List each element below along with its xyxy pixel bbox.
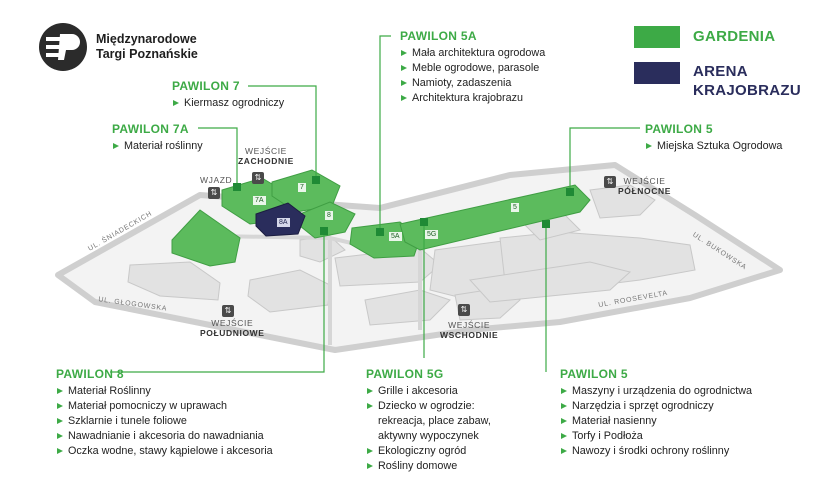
callout-title: PAWILON 5A xyxy=(400,29,477,43)
legend-arena-swatch xyxy=(634,62,680,84)
hall-7-label: 7 xyxy=(298,183,306,192)
list-item: Materiał nasienny xyxy=(560,414,752,429)
hall-5-5g-building xyxy=(399,184,591,251)
list-item: Materiał roślinny xyxy=(112,139,203,154)
hall-8-west-building xyxy=(171,209,241,267)
callout-title: PAWILON 5 xyxy=(560,367,628,381)
gate-north-line1: WEJŚCIE xyxy=(623,176,666,186)
list-item: Nawadnianie i akcesoria do nawadniania xyxy=(56,429,273,444)
gate-west-line1: WEJŚCIE xyxy=(244,146,287,156)
callout-title: PAWILON 7A xyxy=(112,122,189,136)
list-item: Oczka wodne, stawy kąpielowe i akcesoria xyxy=(56,444,273,459)
callout-pawilon-5-south: PAWILON 5 Maszyny i urządzenia do ogrodn… xyxy=(560,366,752,459)
gate-west-line2: ZACHODNIE xyxy=(238,156,294,166)
list-item-continued: aktywny wypoczynek xyxy=(378,430,479,442)
gate-south-line2: POŁUDNIOWE xyxy=(200,328,265,338)
list-item: Miejska Sztuka Ogrodowa xyxy=(645,139,782,154)
callout-pawilon-8: PAWILON 8 Materiał Roślinny Materiał pom… xyxy=(56,366,273,459)
gate-north: WEJŚCIE PÓŁNOCNE xyxy=(618,176,671,196)
list-item: Mała architektura ogrodowa xyxy=(400,46,545,61)
gate-north-arrows-icon: ⇅ xyxy=(604,176,616,188)
hall-5a-label: 5A xyxy=(389,232,402,241)
callout-title: PAWILON 5G xyxy=(366,367,444,381)
legend-gardenia-label: GARDENIA xyxy=(693,28,776,45)
legend-gardenia-swatch xyxy=(634,26,680,48)
gate-east: WEJŚCIE WSCHODNIE xyxy=(440,320,498,340)
other-buildings xyxy=(127,184,696,326)
callout-pawilon-7: PAWILON 7 Kiermasz ogrodniczy xyxy=(172,78,284,111)
hall-5-south-marker xyxy=(542,220,550,228)
mtp-logo[interactable]: Międzynarodowe Targi Poznańskie xyxy=(38,22,198,72)
hall-5-north-marker xyxy=(566,188,574,196)
list-item: Namioty, zadaszenia xyxy=(400,76,545,91)
list-item-continued: rekreacja, place zabaw, xyxy=(378,415,491,427)
hall-8a-label: 8A xyxy=(277,218,290,227)
list-item: Torfy i Podłoża xyxy=(560,429,752,444)
list-item: Narzędzia i sprzęt ogrodniczy xyxy=(560,399,752,414)
hall-7a-label: 7A xyxy=(253,196,266,205)
list-item: Rośliny domowe xyxy=(366,459,491,474)
list-item: Grille i akcesoria xyxy=(366,384,491,399)
list-item: Szklarnie i tunele foliowe xyxy=(56,414,273,429)
legend-arena-label: ARENA xyxy=(693,63,748,80)
hall-5-label: 5 xyxy=(511,203,519,212)
gate-south: WEJŚCIE POŁUDNIOWE xyxy=(200,318,265,338)
list-item: Kiermasz ogrodniczy xyxy=(172,96,284,111)
hall-5g-marker xyxy=(420,218,428,226)
gate-east-arrows-icon: ⇅ xyxy=(458,304,470,316)
hall-8-label: 8 xyxy=(325,211,333,220)
callout-pawilon-5-north: PAWILON 5 Miejska Sztuka Ogrodowa xyxy=(645,121,782,154)
gate-south-line1: WEJŚCIE xyxy=(211,318,254,328)
list-item: Maszyny i urządzenia do ogrodnictwa xyxy=(560,384,752,399)
hall-7-marker xyxy=(312,176,320,184)
hall-5a-marker xyxy=(376,228,384,236)
wjazd-arrows-icon: ⇅ xyxy=(208,187,220,199)
gate-wjazd: WJAZD xyxy=(200,175,232,185)
list-item: Architektura krajobrazu xyxy=(400,91,545,106)
list-item: Nawozy i środki ochrony roślinny xyxy=(560,444,752,459)
callout-title: PAWILON 5 xyxy=(645,122,713,136)
gate-east-line1: WEJŚCIE xyxy=(448,320,491,330)
gate-east-line2: WSCHODNIE xyxy=(440,330,499,340)
hall-8-marker xyxy=(320,227,328,235)
gate-wjazd-label: WJAZD xyxy=(200,175,233,185)
callout-pawilon-7a: PAWILON 7A Materiał roślinny xyxy=(112,121,203,154)
list-item: Dziecko w ogrodzie: xyxy=(366,399,491,414)
logo-line1: Międzynarodowe xyxy=(96,32,197,46)
legend-arena-label-2: KRAJOBRAZU xyxy=(693,82,801,99)
logo-line2: Targi Poznańskie xyxy=(96,47,198,61)
hall-7a-marker xyxy=(233,183,241,191)
callout-title: PAWILON 8 xyxy=(56,367,124,381)
callout-pawilon-5g: PAWILON 5G Grille i akcesoria Dziecko w … xyxy=(366,366,491,474)
gate-west-arrows-icon: ⇅ xyxy=(252,172,264,184)
list-item: Materiał pomocniczy w uprawach xyxy=(56,399,273,414)
list-item: Meble ogrodowe, parasole xyxy=(400,61,545,76)
hall-5g-label: 5G xyxy=(425,230,439,239)
gate-south-arrows-icon: ⇅ xyxy=(222,305,234,317)
leader-lines xyxy=(110,35,640,373)
list-item: Materiał Roślinny xyxy=(56,384,273,399)
mtp-logo-icon xyxy=(39,23,87,71)
callout-title: PAWILON 7 xyxy=(172,79,240,93)
gate-west: WEJŚCIE ZACHODNIE xyxy=(238,146,294,166)
list-item: Ekologiczny ogród xyxy=(366,444,491,459)
callout-pawilon-5a: PAWILON 5A Mała architektura ogrodowa Me… xyxy=(400,28,545,106)
gate-north-line2: PÓŁNOCNE xyxy=(618,186,671,196)
